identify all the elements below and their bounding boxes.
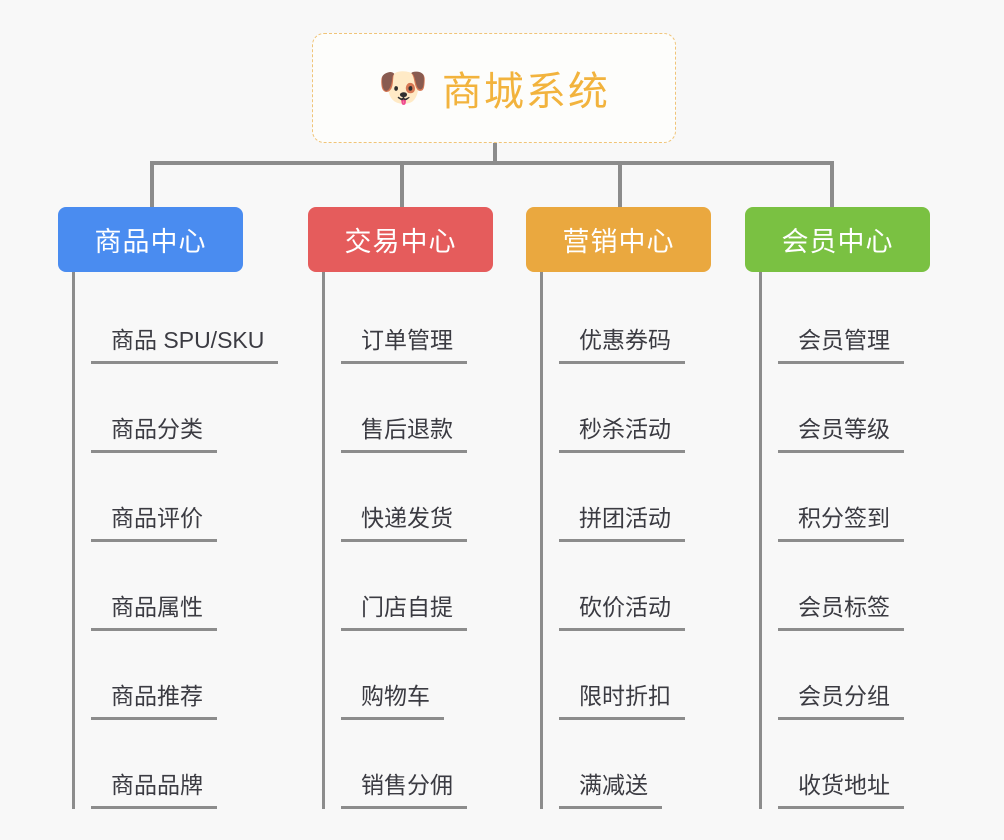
leaf-item-label: 商品分类 — [91, 410, 217, 453]
leaf-item-label: 秒杀活动 — [559, 410, 685, 453]
leaf-item-label: 积分签到 — [778, 499, 904, 542]
leaf-item[interactable]: 满减送 — [545, 720, 711, 809]
leaf-item-label: 门店自提 — [341, 588, 467, 631]
branch-header-member-center[interactable]: 会员中心 — [745, 207, 930, 272]
leaf-item[interactable]: 商品属性 — [77, 542, 278, 631]
leaf-item[interactable]: 积分签到 — [764, 453, 930, 542]
leaf-item[interactable]: 砍价活动 — [545, 542, 711, 631]
leaf-item-label: 砍价活动 — [559, 588, 685, 631]
root-node[interactable]: 🐶 商城系统 — [312, 33, 676, 143]
leaf-item[interactable]: 收货地址 — [764, 720, 930, 809]
leaf-item[interactable]: 优惠券码 — [545, 275, 711, 364]
branch-header-label: 交易中心 — [344, 227, 457, 257]
leaf-list-product-center: 商品 SPU/SKU 商品分类商品评价商品属性商品推荐商品品牌 — [72, 272, 279, 809]
leaf-item-label: 售后退款 — [341, 410, 467, 453]
branch-header-marketing-center[interactable]: 营销中心 — [526, 207, 711, 272]
leaf-item-label: 优惠券码 — [559, 321, 685, 364]
leaf-item-label: 订单管理 — [341, 321, 467, 364]
leaf-list-trade-center: 订单管理售后退款快递发货门店自提购物车销售分佣 — [322, 272, 493, 809]
connector-drop-trade — [400, 161, 404, 207]
connector-drop-product — [150, 161, 154, 207]
leaf-item-label: 商品 SPU/SKU — [91, 321, 279, 364]
branch-header-label: 会员中心 — [781, 227, 894, 257]
connector-root-stem — [493, 143, 497, 164]
leaf-item[interactable]: 拼团活动 — [545, 453, 711, 542]
root-title: 商城系统 — [441, 70, 610, 114]
leaf-item-label: 满减送 — [559, 766, 662, 809]
branch-marketing-center: 营销中心优惠券码秒杀活动拼团活动砍价活动限时折扣满减送 — [526, 207, 711, 809]
leaf-item-label: 快递发货 — [341, 499, 467, 542]
leaf-item-label: 收货地址 — [778, 766, 904, 809]
leaf-item-label: 会员标签 — [778, 588, 904, 631]
leaf-item[interactable]: 销售分佣 — [327, 720, 493, 809]
branch-header-trade-center[interactable]: 交易中心 — [308, 207, 493, 272]
connector-drop-marketing — [618, 161, 622, 207]
leaf-item[interactable]: 售后退款 — [327, 364, 493, 453]
branch-header-product-center[interactable]: 商品中心 — [58, 207, 243, 272]
leaf-item[interactable]: 商品 SPU/SKU — [77, 275, 279, 364]
connector-horizontal-bus — [150, 161, 832, 165]
leaf-item-label: 会员管理 — [778, 321, 904, 364]
leaf-item[interactable]: 商品推荐 — [77, 631, 278, 720]
leaf-item[interactable]: 会员分组 — [764, 631, 930, 720]
leaf-item-label: 限时折扣 — [559, 677, 685, 720]
leaf-item[interactable]: 商品评价 — [77, 453, 278, 542]
leaf-item-label: 销售分佣 — [341, 766, 467, 809]
leaf-item-label: 购物车 — [341, 677, 444, 720]
leaf-item[interactable]: 门店自提 — [327, 542, 493, 631]
branch-member-center: 会员中心会员管理会员等级积分签到会员标签会员分组收货地址 — [745, 207, 930, 809]
branch-trade-center: 交易中心订单管理售后退款快递发货门店自提购物车销售分佣 — [308, 207, 493, 809]
leaf-item-label: 商品品牌 — [91, 766, 217, 809]
leaf-item-label: 会员等级 — [778, 410, 904, 453]
branch-header-label: 商品中心 — [94, 227, 207, 257]
shiba-dog-face-icon: 🐶 — [378, 66, 428, 110]
leaf-item[interactable]: 商品分类 — [77, 364, 278, 453]
leaf-item-label: 商品评价 — [91, 499, 217, 542]
leaf-item[interactable]: 秒杀活动 — [545, 364, 711, 453]
leaf-item-label: 商品属性 — [91, 588, 217, 631]
leaf-item-label: 会员分组 — [778, 677, 904, 720]
leaf-item[interactable]: 会员标签 — [764, 542, 930, 631]
leaf-item[interactable]: 订单管理 — [327, 275, 493, 364]
branch-header-label: 营销中心 — [562, 227, 675, 257]
leaf-list-member-center: 会员管理会员等级积分签到会员标签会员分组收货地址 — [759, 272, 930, 809]
leaf-item[interactable]: 会员管理 — [764, 275, 930, 364]
leaf-item-label: 拼团活动 — [559, 499, 685, 542]
leaf-item[interactable]: 会员等级 — [764, 364, 930, 453]
leaf-item[interactable]: 购物车 — [327, 631, 493, 720]
branch-product-center: 商品中心商品 SPU/SKU 商品分类商品评价商品属性商品推荐商品品牌 — [58, 207, 279, 809]
leaf-item[interactable]: 商品品牌 — [77, 720, 278, 809]
leaf-item[interactable]: 快递发货 — [327, 453, 493, 542]
leaf-item[interactable]: 限时折扣 — [545, 631, 711, 720]
connector-drop-member — [830, 161, 834, 207]
leaf-item-label: 商品推荐 — [91, 677, 217, 720]
leaf-list-marketing-center: 优惠券码秒杀活动拼团活动砍价活动限时折扣满减送 — [540, 272, 711, 809]
